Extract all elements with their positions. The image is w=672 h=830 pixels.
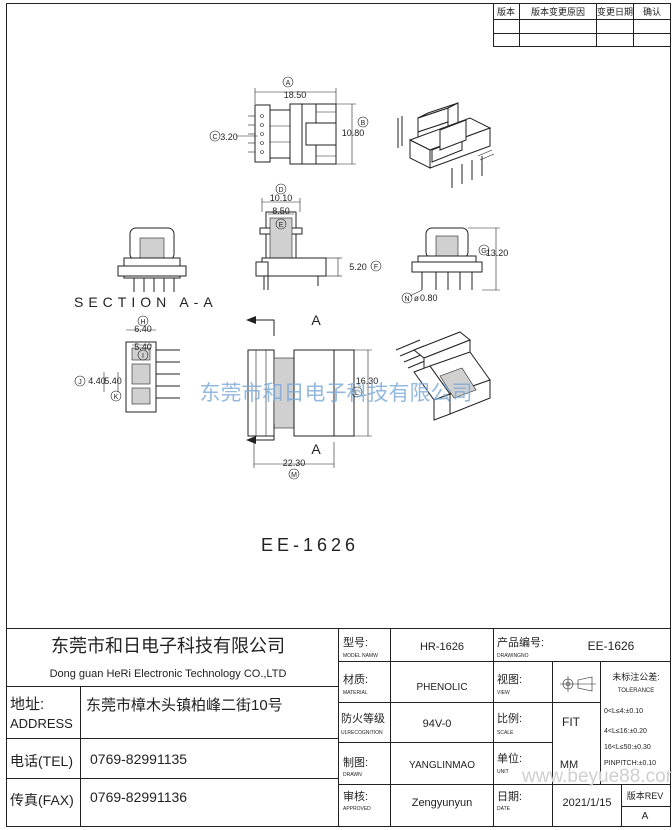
scale-label: 比例: (497, 711, 522, 725)
top-view: A 18.50 B 10.80 C 3.20 (209, 76, 369, 165)
section-view-center: A A 16.30 L 22.30 M (246, 312, 379, 480)
isometric-view-top (397, 102, 495, 188)
drawn-sub: DRAWN (343, 772, 362, 778)
approved-label: 审核: (343, 789, 368, 803)
dim-letter-l: L (355, 390, 359, 397)
front-view (117, 227, 187, 292)
rev-label: 版本REV (627, 790, 664, 801)
fax-value: 0769-82991136 (90, 789, 187, 805)
dim-letter-d: D (278, 187, 283, 194)
section-label: SECTION A-A (74, 294, 218, 310)
svg-text:ø: ø (414, 294, 419, 303)
view-sub: VIEW (497, 690, 510, 696)
dim-c-value: 3.20 (220, 132, 238, 142)
tolerance-line-2: 4<L≤16:±0.20 (604, 728, 647, 735)
tolerance-sub: TOLERANCE (618, 688, 655, 694)
fire-sub: ULRECOGNITION (341, 730, 383, 736)
dim-letter-k: K (114, 394, 119, 401)
address-value: 东莞市樟木头镇柏峰二街10号 (86, 696, 283, 714)
model-sub: MODEL NAMW (343, 653, 378, 659)
dim-letter-j: J (78, 379, 82, 386)
date-value: 2021/1/15 (563, 797, 612, 809)
dim-letter-g: G (481, 248, 486, 255)
right-front-view: G 13.20 N ø 0.80 (401, 227, 509, 304)
tolerance-line-1: 0<L≤4:±0.10 (604, 708, 643, 715)
tel-value: 0769-82991135 (90, 751, 187, 767)
dim-letter-f: F (374, 264, 378, 271)
isometric-view-bottom (395, 331, 491, 421)
scale-value: FIT (562, 715, 581, 729)
revision-table: 版本 版本变更原因 变更日期 确认 (493, 3, 671, 47)
date-label: 日期: (497, 790, 522, 803)
dim-letter-e: E (279, 222, 284, 229)
dim-j-value: 4.40 (88, 376, 106, 386)
dim-letter-i: I (142, 353, 144, 360)
dim-letter-m: M (291, 472, 297, 479)
dim-i-value: 5.40 (134, 342, 152, 352)
address-label-cn: 地址: (10, 696, 44, 713)
rev-header-date: 变更日期 (597, 6, 633, 17)
dim-letter-c: C (212, 134, 217, 141)
approved-value: Zengyunyun (412, 797, 473, 809)
company-name-cn: 东莞市和日电子科技有限公司 (51, 636, 285, 656)
scale-sub: SCALE (497, 730, 514, 736)
dim-k-value: 5.40 (104, 376, 122, 386)
dim-letter-h: H (140, 319, 145, 326)
view-label: 视图: (497, 672, 522, 686)
drawing-no-label: 产品编号: (497, 635, 544, 649)
dim-e-value: 8.50 (272, 206, 290, 216)
dim-l-value: 16.30 (356, 376, 379, 386)
tolerance-label: 未标注公差: (612, 671, 660, 682)
side-view: D 10.10 8.50 E 5.20 F (255, 183, 382, 290)
dim-g-value: 13.20 (486, 248, 509, 258)
dim-letter-b: B (361, 120, 366, 127)
dim-d-value: 10.10 (270, 193, 293, 203)
drawn-value: YANGLINMAO (409, 760, 475, 771)
tel-label: 电话(TEL) (10, 753, 73, 769)
tolerance-line-3: 16<L≤50:±0.30 (604, 744, 651, 751)
projection-symbol-icon (560, 676, 596, 692)
title-block: 东莞市和日电子科技有限公司 Dong guan HeRi Electronic … (6, 628, 671, 827)
site-watermark: www.beyue88.com (521, 766, 672, 787)
approved-sub: APPROVED (343, 806, 371, 812)
dim-f-value: 5.20 (349, 262, 367, 272)
drawing-no-value: EE-1626 (588, 639, 635, 653)
fax-label: 传真(FAX) (10, 792, 74, 808)
address-label-en: ADDRESS (10, 716, 73, 731)
model-label: 型号: (343, 635, 368, 649)
company-watermark: 东莞市和日电子科技有限公司 (200, 382, 473, 405)
date-sub: DATE (497, 806, 511, 812)
part-title: EE-1626 (261, 535, 359, 555)
unit-value: MM (560, 759, 578, 771)
fire-label: 防火等级 (341, 711, 385, 725)
material-label: 材质: (343, 672, 368, 686)
company-name-en: Dong guan HeRi Electronic Technology CO.… (50, 668, 287, 680)
rev-value: A (642, 811, 649, 822)
section-view-left: H 6.40 5.40 I J 4.40 5.40 K (74, 315, 180, 413)
rev-header-confirm: 确认 (643, 6, 661, 17)
unit-sub: UNIT (497, 769, 509, 775)
material-sub: MATERIAL (343, 690, 368, 696)
rev-header-reason: 版本变更原因 (531, 6, 585, 17)
dim-h-value: 6.40 (134, 324, 152, 334)
drawn-label: 制图: (343, 756, 368, 769)
drawing-no-sub: DRAWINGNO (497, 653, 529, 659)
dim-a-value: 18.50 (284, 90, 307, 100)
dim-letter-a: A (286, 80, 291, 87)
cut-mark-bottom: A (311, 441, 321, 457)
material-value: PHENOLIC (416, 682, 467, 693)
cut-mark-top: A (311, 312, 321, 328)
dim-b-value: 10.80 (342, 128, 365, 138)
tolerance-line-4: PINPITCH:±0.10 (604, 760, 656, 767)
unit-label: 单位: (497, 751, 522, 765)
model-value: HR-1626 (420, 641, 464, 653)
rev-header-version: 版本 (497, 6, 515, 17)
fire-value: 94V-0 (423, 718, 452, 730)
dim-n-value: 0.80 (420, 293, 438, 303)
dim-m-value: 22.30 (283, 458, 306, 468)
dim-letter-n: N (404, 296, 409, 303)
